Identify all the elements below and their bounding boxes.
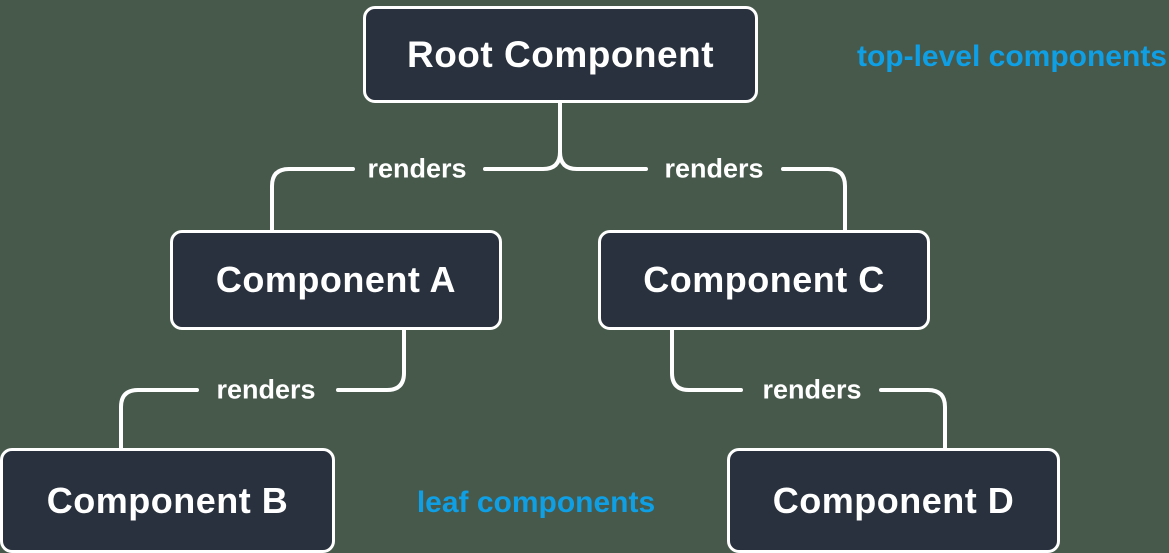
node-root-label: Root Component [406,33,715,75]
node-component-b: Component B [0,448,335,553]
node-c-label: Component C [643,259,885,300]
edge-root-a-segment-2 [270,167,355,232]
annotation-top-level-components: top-level components [856,40,1167,73]
node-component-c: Component C [598,230,930,330]
edge-label-c-d: renders [762,374,862,405]
node-d-label: Component D [772,479,1015,521]
node-component-a: Component A [170,230,502,330]
node-b-label: Component B [46,479,289,521]
node-component-d: Component D [727,448,1060,553]
edge-label-root-c: renders [664,153,764,184]
edge-root-a-segment-1 [483,101,562,171]
edge-c-d-segment-1 [670,328,743,392]
edge-a-b-segment-1 [336,328,406,392]
edge-label-root-a: renders [367,153,467,184]
annotation-leaf-components: leaf components [416,486,656,519]
node-a-label: Component A [215,259,457,300]
edge-label-a-b: renders [216,374,316,405]
edge-a-b-segment-2 [119,388,199,450]
edge-c-d-segment-2 [879,388,947,450]
edge-root-c-segment-1 [558,101,648,171]
edge-root-c-segment-2 [781,167,847,232]
node-root-component: Root Component [363,6,758,103]
